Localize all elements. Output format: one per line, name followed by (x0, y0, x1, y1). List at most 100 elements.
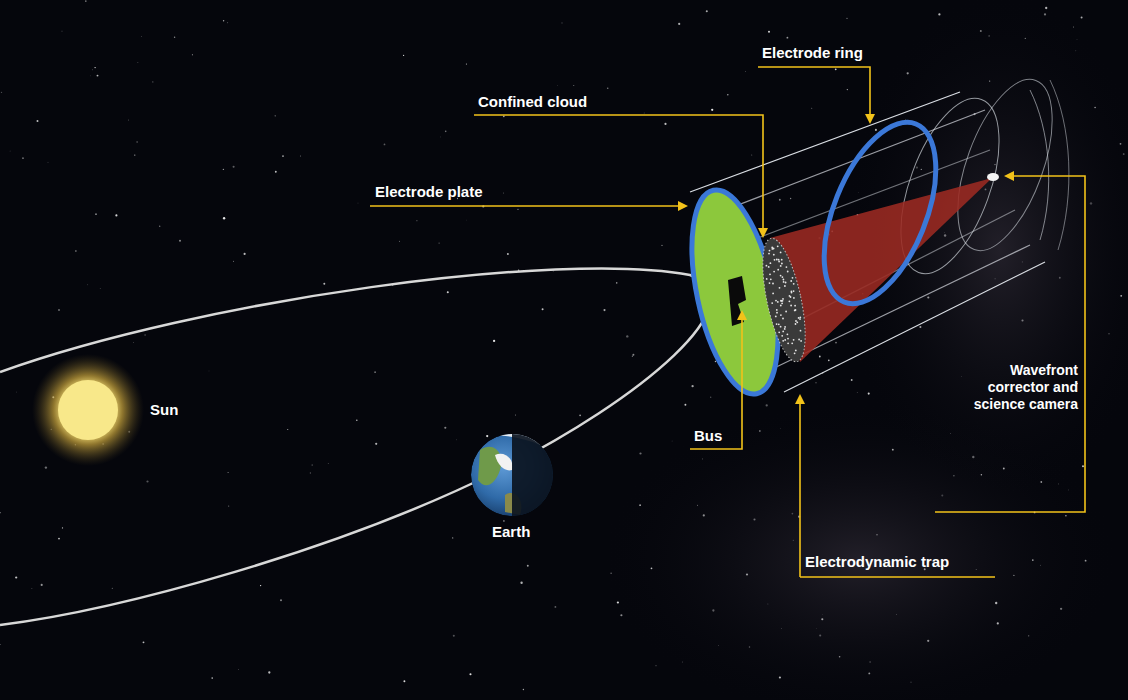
star (706, 10, 708, 12)
star (85, 0, 87, 2)
star (128, 119, 129, 120)
cloud-particle (787, 333, 789, 335)
star (137, 62, 139, 64)
star (835, 342, 837, 344)
cloud-particle (784, 326, 786, 328)
star (507, 253, 509, 255)
cloud-particle (793, 290, 795, 292)
cloud-particle (779, 287, 781, 289)
star (61, 30, 63, 32)
cloud-particle (776, 312, 778, 314)
star (727, 94, 729, 96)
cloud-particle (791, 342, 793, 344)
cloud-particle (789, 295, 791, 297)
star (375, 443, 377, 445)
star (45, 466, 47, 468)
star (356, 419, 358, 421)
cloud-particle (769, 282, 771, 284)
star (223, 20, 224, 21)
star (99, 288, 101, 290)
star (31, 588, 33, 590)
star (711, 109, 713, 111)
star (438, 242, 439, 243)
star (811, 107, 813, 109)
star (112, 588, 113, 589)
cloud-particle (781, 335, 783, 337)
part-label: Electrode plate (375, 183, 483, 201)
star (671, 440, 673, 442)
cloud-particle (777, 269, 779, 271)
star (211, 677, 213, 679)
star (493, 340, 495, 342)
star (152, 81, 153, 82)
star (626, 335, 628, 337)
cloud-particle (777, 245, 779, 247)
cloud-particle (789, 300, 791, 302)
sun-glow (32, 354, 144, 466)
cloud-particle (773, 271, 775, 273)
cloud-particle (794, 310, 796, 312)
star (41, 584, 43, 586)
cloud-particle (769, 250, 771, 252)
star (639, 452, 641, 454)
star (233, 260, 235, 262)
star (561, 22, 563, 24)
star (244, 253, 246, 255)
star (1, 92, 2, 93)
cloud-particle (782, 331, 784, 333)
part-label: Wavefront corrector and science camera (958, 362, 1078, 413)
star (384, 144, 386, 146)
cloud-particle (770, 262, 772, 264)
star (227, 22, 229, 24)
star (573, 85, 575, 87)
cloud-particle (778, 261, 780, 263)
star (768, 31, 770, 33)
earth-globe (470, 430, 557, 525)
cloud-particle (787, 271, 789, 273)
star (174, 36, 175, 37)
cloud-particle (780, 275, 782, 277)
star (143, 641, 145, 643)
star (447, 291, 449, 293)
star (452, 537, 453, 538)
star (323, 283, 325, 285)
star (275, 115, 276, 116)
star (223, 169, 224, 170)
wavefront-arc (1050, 80, 1069, 250)
earth-orbit (0, 268, 711, 625)
cloud-particle (795, 309, 797, 311)
cloud-particle (780, 305, 782, 307)
cloud-particle (774, 259, 776, 261)
star (684, 404, 686, 406)
star (469, 673, 471, 675)
star (75, 250, 76, 251)
star (179, 240, 181, 242)
cloud-particle (782, 276, 784, 278)
cloud-particle (794, 305, 796, 307)
star (97, 75, 99, 77)
star (144, 334, 146, 336)
cloud-particle (769, 273, 771, 275)
star (503, 192, 505, 194)
star (223, 217, 225, 219)
star (208, 370, 210, 372)
star (790, 198, 791, 199)
star (141, 36, 143, 38)
star (607, 87, 609, 89)
star (846, 18, 847, 19)
star (466, 219, 468, 221)
star (520, 582, 522, 584)
sun-disc (58, 380, 118, 440)
cloud-particle (784, 285, 786, 287)
star (744, 71, 746, 73)
cloud-particle (776, 309, 778, 311)
cloud-particle (780, 300, 782, 302)
star (237, 669, 239, 671)
cloud-particle (778, 323, 780, 325)
cloud-particle (793, 283, 795, 285)
star (554, 606, 556, 608)
star (819, 356, 821, 358)
star (603, 309, 605, 311)
star (399, 240, 401, 242)
wavefront-arc (1030, 90, 1049, 240)
